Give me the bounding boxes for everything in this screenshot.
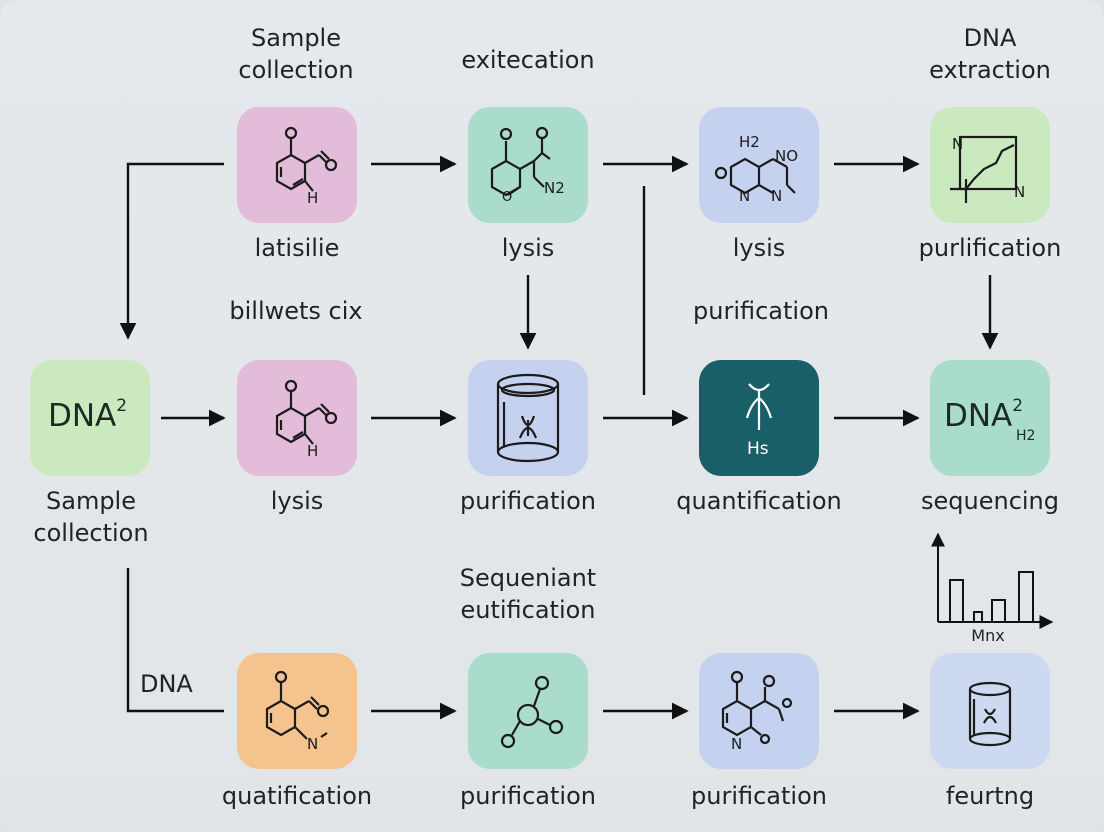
molecule-icon: H2 NO N N xyxy=(714,133,798,205)
chart-bar-3 xyxy=(991,599,1006,623)
node-purification-mid[interactable] xyxy=(468,360,588,476)
label-quantification: quantification xyxy=(676,487,842,515)
svg-text:H: H xyxy=(307,442,318,460)
label-feurtng: feurtng xyxy=(945,782,1035,810)
dna-text-right: DNA2 xyxy=(944,395,1024,434)
dna-strand-icon: Hs xyxy=(745,383,773,459)
molecule-icon: H xyxy=(275,379,338,460)
side-label-dna: DNA xyxy=(140,670,193,698)
label-sequencing: sequencing xyxy=(921,487,1059,515)
molecule-icon: N xyxy=(265,670,330,753)
header-purification-mid: purification xyxy=(693,297,829,325)
label-quatification: quatification xyxy=(221,782,373,810)
label-sample-collection: Sample collection xyxy=(33,487,149,547)
svg-text:N: N xyxy=(739,187,750,205)
node-latisilie[interactable]: H xyxy=(237,107,357,223)
svg-text:N: N xyxy=(771,187,782,205)
svg-text:O: O xyxy=(502,190,512,205)
svg-text:N: N xyxy=(1014,183,1025,201)
node-purlification[interactable]: N N xyxy=(930,107,1050,223)
header-dna-extraction: DNA extraction xyxy=(929,24,1051,84)
chart-bar-1 xyxy=(949,579,964,623)
tube-icon xyxy=(496,373,560,463)
arrow-elbow-left xyxy=(119,162,224,340)
node-quantification[interactable]: Hs xyxy=(699,360,819,476)
molecule-icon: N xyxy=(721,670,793,753)
mini-chart xyxy=(931,532,1054,629)
svg-text:H: H xyxy=(307,189,318,207)
molecule-icon: O N2 xyxy=(490,126,565,205)
label-purification-bottom-1: purification xyxy=(460,782,596,810)
node-dna-right[interactable]: DNA2 H2 xyxy=(930,360,1050,476)
node-purification-bottom-1[interactable] xyxy=(468,653,588,769)
label-lysis-mid: lysis xyxy=(270,487,324,515)
label-purification-bottom-2: purification xyxy=(691,782,827,810)
svg-text:NO: NO xyxy=(775,147,798,165)
svg-text:N2: N2 xyxy=(544,179,565,197)
node-lysis-top[interactable]: O N2 xyxy=(468,107,588,223)
chart-bar-2 xyxy=(973,611,983,623)
label-lysis-top-2: lysis xyxy=(732,234,786,262)
svg-text:N: N xyxy=(952,135,963,153)
node-purification-bottom-2[interactable]: N xyxy=(699,653,819,769)
node-quatification[interactable]: N xyxy=(237,653,357,769)
network-node-icon xyxy=(500,675,564,749)
graph-icon: N N xyxy=(950,135,1025,203)
molecule-icon: H xyxy=(275,126,338,207)
node-lysis-top-2[interactable]: H2 NO N N xyxy=(699,107,819,223)
label-lysis-top: lysis xyxy=(501,234,555,262)
connector-elbow-bottom xyxy=(126,568,224,713)
node-lysis-mid[interactable]: H xyxy=(237,360,357,476)
svg-text:Hs: Hs xyxy=(747,439,769,459)
dna-right-subscript: H2 xyxy=(1016,428,1036,444)
header-billwets-cix: billwets cix xyxy=(229,297,363,325)
chart-caption: Mnx xyxy=(971,626,1005,645)
dna-text-left: DNA2 xyxy=(48,395,128,434)
tube-icon xyxy=(968,681,1012,747)
svg-text:N: N xyxy=(307,735,318,753)
label-latisilie: latisilie xyxy=(254,234,340,262)
label-purlification: purlification xyxy=(918,234,1062,262)
header-exitecation: exitecation xyxy=(461,46,595,74)
header-sample-collection: Sample collection xyxy=(238,24,354,84)
label-purification-mid: purification xyxy=(460,487,596,515)
node-feurtng[interactable] xyxy=(930,653,1050,769)
svg-text:N: N xyxy=(731,735,742,753)
svg-text:H2: H2 xyxy=(739,133,760,151)
header-sequeniant-eutification: Sequeniant eutification xyxy=(459,564,597,624)
node-dna-left[interactable]: DNA2 xyxy=(30,360,150,476)
chart-bar-4 xyxy=(1018,571,1034,623)
